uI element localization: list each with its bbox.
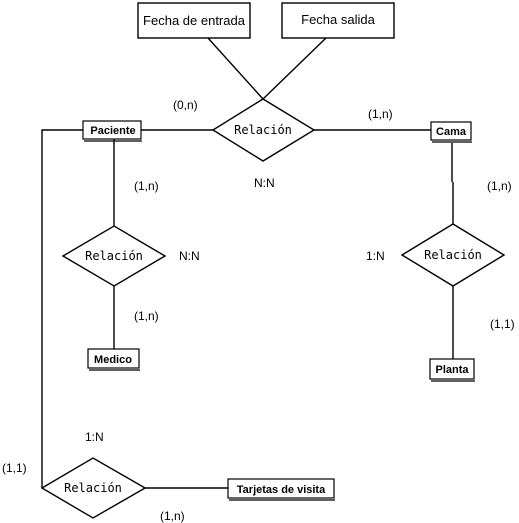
type-cama-planta: 1:N <box>366 249 385 263</box>
entity-box-medico <box>87 348 140 369</box>
relationship-paciente-cama: Relación <box>211 98 316 162</box>
entity-paciente: Paciente <box>82 120 142 142</box>
relationship-label-paciente-cama: Relación <box>234 123 292 137</box>
entity-label-medico: Medico <box>94 354 132 366</box>
relationship-label-paciente-tarjetas: Relación <box>64 481 122 495</box>
cardinality-paciente-medico-top: (1,n) <box>134 179 159 193</box>
entity-box-tarjetas <box>227 478 335 499</box>
cardinality-paciente-medico-bottom: (1,n) <box>134 309 159 323</box>
cardinality-paciente-cama-right: (1,n) <box>368 107 393 121</box>
entity-label-paciente: Paciente <box>90 125 135 137</box>
cardinality-paciente-tarjetas-left: (1,1) <box>2 461 27 475</box>
attribute-fecha-salida: Fecha salida <box>301 12 375 27</box>
entity-tarjetas: Tarjetas de visita <box>227 478 335 501</box>
attribute-box-fecha-entrada <box>137 2 251 39</box>
entity-label-planta: Planta <box>435 364 469 376</box>
entity-medico: Medico <box>87 348 140 371</box>
relationship-paciente-medico: Relación <box>61 225 167 287</box>
connector-lines <box>41 37 454 489</box>
entity-label-tarjetas: Tarjetas de visita <box>237 484 326 496</box>
cardinality-paciente-tarjetas-bottom: (1,n) <box>160 509 185 523</box>
entity-box-cama <box>430 121 472 141</box>
entity-label-cama: Cama <box>436 126 467 138</box>
type-paciente-medico: N:N <box>179 249 200 263</box>
type-paciente-tarjetas: 1:N <box>85 430 104 444</box>
line-fecha-salida-relacion <box>262 37 327 100</box>
line-fecha-entrada-relacion <box>207 37 264 100</box>
relationship-cama-planta: Relación <box>400 223 506 287</box>
diamond-paciente-tarjetas <box>40 457 147 519</box>
diamond-paciente-cama <box>211 98 316 162</box>
attribute-box-fecha-salida <box>281 2 395 39</box>
type-paciente-cama: N:N <box>254 176 275 190</box>
entity-planta: Planta <box>429 358 475 382</box>
line-paciente-tarjetas <box>41 129 83 488</box>
attribute-fecha-entrada: Fecha de entrada <box>143 13 246 28</box>
entity-box-planta <box>429 358 475 380</box>
relationship-paciente-tarjetas: Relación <box>40 457 147 519</box>
entity-cama: Cama <box>430 121 472 143</box>
entity-box-paciente <box>82 120 142 140</box>
diamond-cama-planta <box>400 223 506 287</box>
diamond-paciente-medico <box>61 225 167 287</box>
cardinality-cama-planta-top: (1,n) <box>487 179 512 193</box>
relationship-label-paciente-medico: Relación <box>85 249 143 263</box>
cardinality-paciente-cama-left: (0,n) <box>173 98 198 112</box>
relationship-label-cama-planta: Relación <box>424 248 482 262</box>
cardinality-cama-planta-bottom: (1,1) <box>490 317 515 331</box>
